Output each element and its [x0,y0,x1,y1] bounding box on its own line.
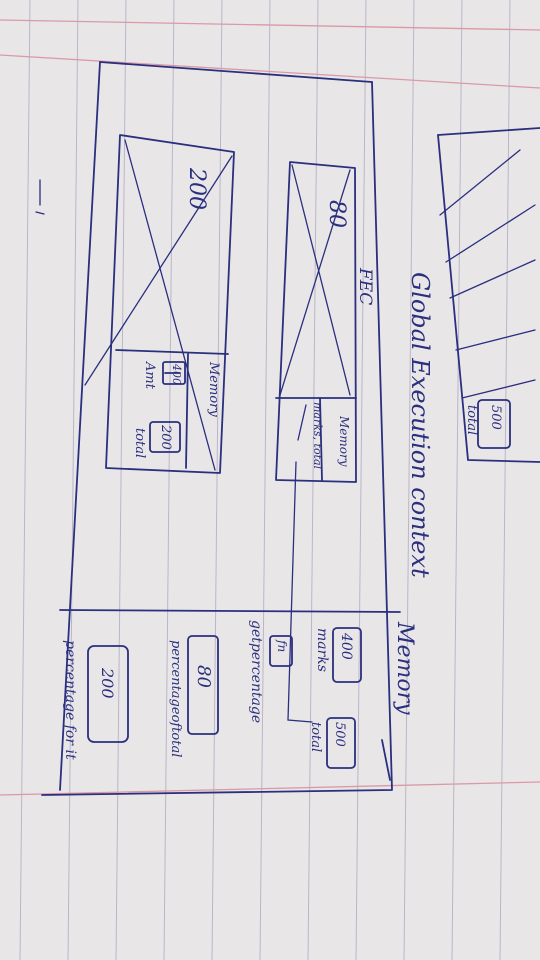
percentage-of-total-value: 80 [193,665,214,688]
percentage-for-it-label: percentage for it [62,640,78,760]
gec-title: Global Execution context [406,272,434,578]
fec1-memory-label: Memory [337,415,351,467]
memory-tick [381,739,391,781]
total-label: total [308,722,323,752]
fec1-params: marks, total [311,402,324,470]
fec-box-2 [84,134,235,474]
margin-marks [35,179,45,215]
fec2-amt-label: Amt [142,361,157,390]
gec-memory-heading: Memory [392,621,417,715]
fec2-amt-value: 400 [170,363,183,385]
top-box-label: total [464,405,479,435]
fec1-code-value: 80 [324,200,349,228]
fec-box-1 [275,161,357,723]
fec-label: FEC [355,267,375,305]
getpercentage-label: getpercentage [248,620,264,723]
total-value: 500 [332,722,347,747]
fec2-memory-label: Memory [206,361,221,417]
gec-memory-entries [87,627,362,769]
marks-label: marks [314,628,330,672]
fec2-total-value: 200 [158,424,173,450]
top-memory-box [437,127,540,463]
gec-frame [41,61,401,796]
fec2-code-value: 200 [184,167,209,210]
fec2-total-label: total [132,428,147,458]
marks-value: 400 [338,632,354,660]
top-box-value: 500 [488,405,503,430]
percentage-of-total-label: percentageoftotal [168,640,183,757]
percentage-for-it-value: 200 [98,667,117,699]
getpercentage-fn: fn [275,639,289,652]
